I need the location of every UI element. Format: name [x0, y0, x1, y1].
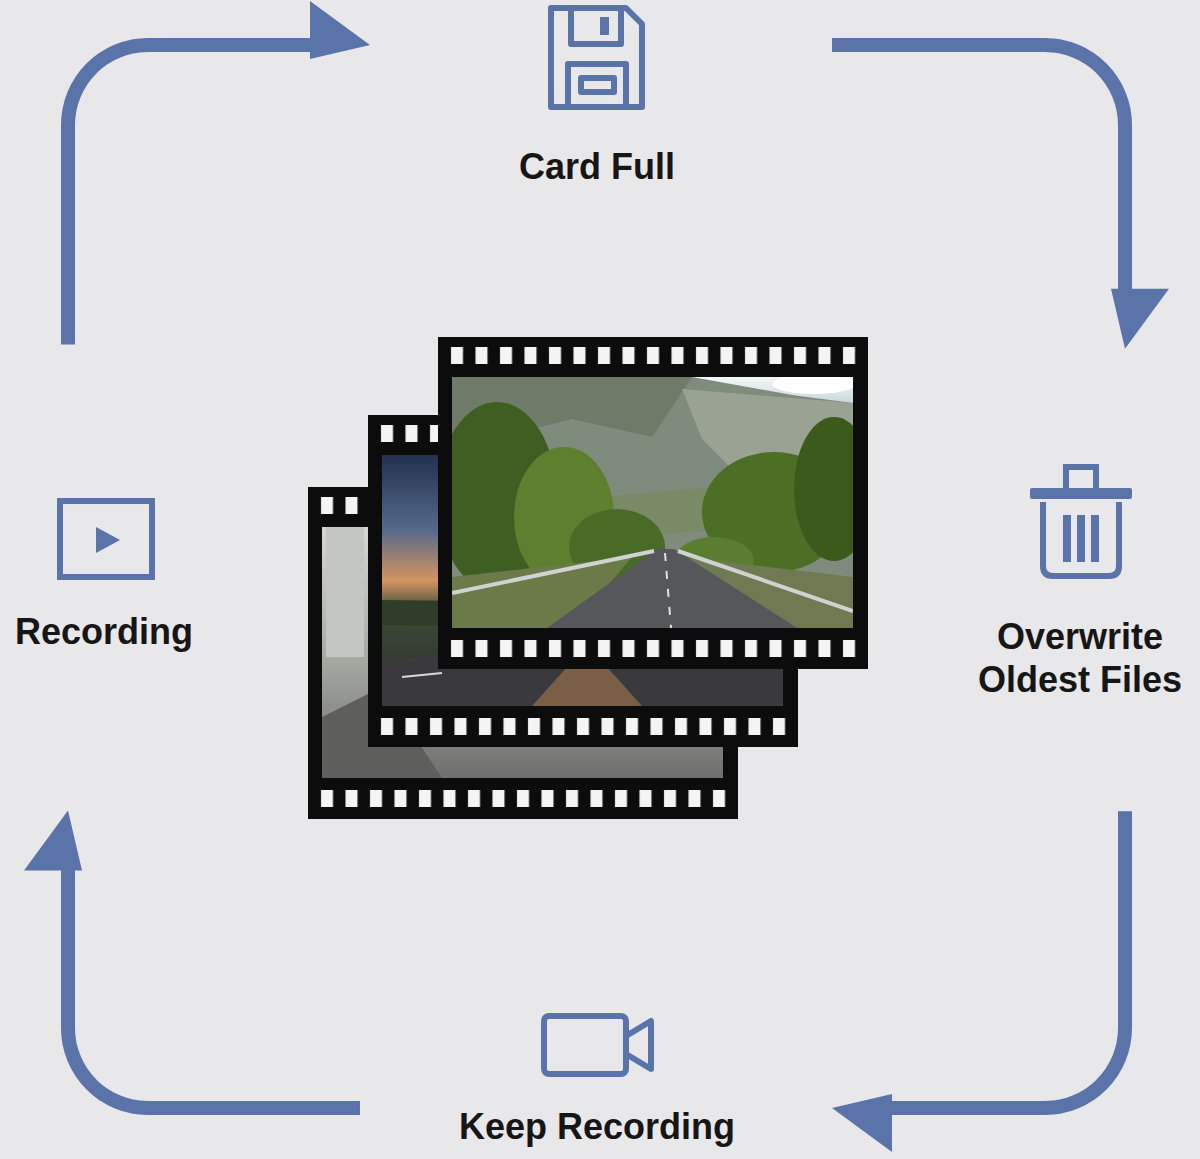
stage-label: Recording: [15, 610, 193, 653]
floppy-slot: [600, 17, 609, 35]
trash-bar: [1063, 515, 1071, 562]
photo-road: [547, 549, 797, 628]
sprocket-row: [446, 640, 860, 657]
arrowhead: [832, 1094, 892, 1152]
stage-node: Recording: [9, 608, 199, 655]
camera-lens: [626, 1021, 651, 1069]
stage-label: Card Full: [519, 145, 675, 188]
photo-building: [326, 527, 364, 657]
cycle-arrow-line: [68, 867, 360, 1108]
photo-guardrail: [452, 551, 654, 593]
camera-icon: [544, 1016, 651, 1074]
photo-mountain-road: [452, 377, 853, 628]
play-triangle: [96, 527, 120, 553]
arrowhead: [24, 811, 82, 871]
film-frame-front: [437, 337, 874, 669]
trash-icon: [1030, 467, 1132, 576]
trash-bar: [1091, 515, 1099, 562]
play-icon: [60, 501, 152, 577]
stage-node: Overwrite Oldest Files: [964, 613, 1196, 703]
cycle-arrow: [68, 1, 370, 344]
stage-node: Keep Recording: [453, 1103, 741, 1150]
floppy-label: [568, 64, 626, 107]
sprocket-row: [316, 790, 730, 807]
cycle-arrow-line: [832, 45, 1125, 293]
trash-body: [1043, 502, 1119, 576]
photo-road-mark: [402, 673, 442, 677]
cycle-arrow: [832, 45, 1169, 349]
photo-road-mark: [665, 553, 671, 628]
cycle-arrow-line: [888, 811, 1125, 1108]
play-frame: [60, 501, 152, 577]
cycle-arrow: [24, 811, 360, 1108]
stage-node: Card Full: [513, 143, 681, 190]
floppy-icon: [551, 8, 642, 107]
cycle-arrow-line: [68, 45, 314, 344]
trash-handle: [1066, 467, 1096, 490]
arrowhead: [1111, 289, 1169, 349]
floppy-shutter: [571, 8, 621, 44]
stage-label: Keep Recording: [459, 1105, 735, 1148]
stage-label: Overwrite Oldest Files: [970, 615, 1190, 701]
sprocket-row: [376, 718, 790, 735]
arrowhead: [310, 1, 370, 59]
camera-body: [544, 1016, 626, 1074]
sprocket-row: [446, 347, 860, 364]
photo-cloud: [772, 377, 853, 394]
trash-lid: [1030, 488, 1132, 499]
cycle-arrow: [832, 811, 1125, 1152]
floppy-outline: [551, 8, 642, 107]
photo-tree: [794, 417, 853, 561]
floppy-label-line: [581, 78, 614, 92]
photo-guardrail: [678, 551, 853, 611]
trash-bar: [1077, 515, 1085, 562]
